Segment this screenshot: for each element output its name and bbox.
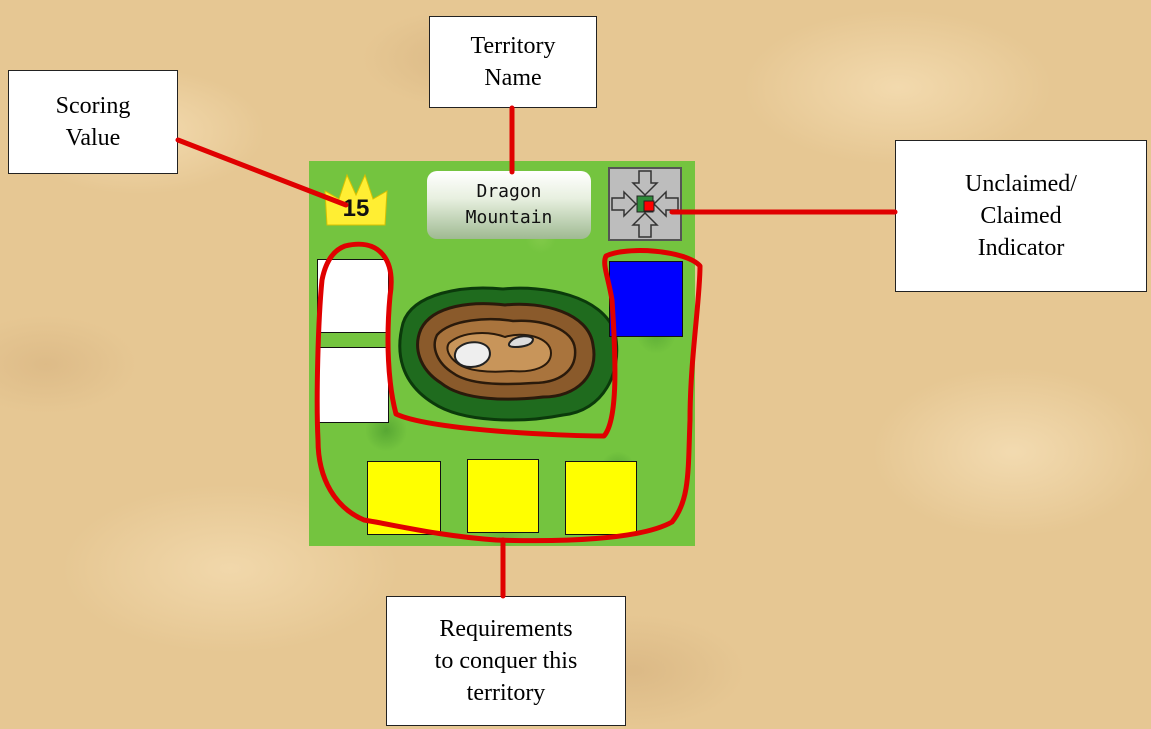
scoring-value-callout: Scoring Value bbox=[8, 70, 178, 174]
requirement-slot-white-1 bbox=[317, 259, 389, 333]
mountain-terrain-icon bbox=[398, 286, 619, 422]
territory-name-plate: Dragon Mountain bbox=[427, 171, 591, 239]
territory-name-line2: Mountain bbox=[465, 207, 553, 228]
requirement-slot-white-2 bbox=[317, 347, 389, 423]
scoring-value-label: Scoring Value bbox=[55, 93, 131, 151]
converging-arrows-icon bbox=[611, 170, 679, 238]
territory-card[interactable]: 15 Dragon Mountain bbox=[309, 161, 695, 546]
indicator-label: Unclaimed/ Claimed Indicator bbox=[965, 171, 1077, 261]
requirement-slot-blue bbox=[609, 261, 683, 337]
territory-name-callout: Territory Name bbox=[429, 16, 597, 108]
territory-name-line1: Dragon bbox=[476, 181, 542, 202]
requirement-slot-yellow-3 bbox=[565, 461, 637, 535]
requirement-slot-yellow-1 bbox=[367, 461, 441, 535]
claim-indicator[interactable] bbox=[608, 167, 682, 241]
territory-name-label: Territory Name bbox=[470, 33, 556, 91]
requirements-label: Requirements to conquer this territory bbox=[434, 616, 578, 706]
requirements-callout: Requirements to conquer this territory bbox=[386, 596, 626, 726]
requirement-slot-yellow-2 bbox=[467, 459, 539, 533]
indicator-callout: Unclaimed/ Claimed Indicator bbox=[895, 140, 1147, 292]
score-value: 15 bbox=[342, 195, 370, 222]
